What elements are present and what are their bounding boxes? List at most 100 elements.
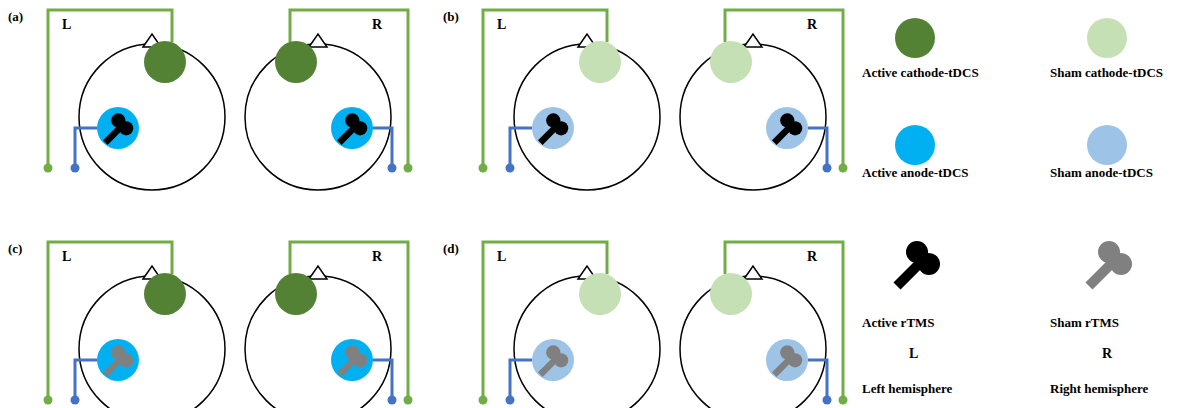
head-montage (245, 10, 413, 190)
lead-terminal (44, 396, 53, 405)
coil-handle (897, 264, 919, 286)
cathode-electrode (579, 273, 621, 315)
lead-terminal (71, 396, 80, 405)
anode-lead-wire (75, 128, 97, 165)
head-montage (680, 10, 848, 190)
coil-handle (774, 128, 788, 142)
legend-text: Sham cathode-tDCS (1050, 66, 1163, 81)
rtms-coil-symbol (540, 345, 568, 374)
hemisphere-letter: L (497, 17, 506, 33)
cathode-lead-wire (725, 242, 843, 397)
anode-lead-wire (75, 360, 97, 397)
anode-electrode (766, 107, 808, 149)
anode-electrode (766, 339, 808, 381)
legend-hemisphere-letter: R (1102, 346, 1112, 362)
hemisphere-letter: R (372, 17, 382, 33)
cathode-electrode (144, 273, 186, 315)
lead-terminal (388, 396, 397, 405)
lead-terminal (839, 396, 848, 405)
anode-lead-wire (510, 128, 532, 165)
anode-electrode (532, 107, 574, 149)
anode-lead-wire (373, 128, 392, 165)
rtms-coil-symbol (105, 113, 133, 142)
coil-handle (339, 360, 353, 374)
nose-marker (309, 34, 327, 47)
head-outline (245, 276, 391, 408)
legend-hemisphere-name: Right hemisphere (1050, 382, 1148, 397)
head-montage (44, 10, 226, 190)
cathode-electrode (710, 273, 752, 315)
cathode-lead-wire (483, 10, 607, 165)
anode-electrode (97, 339, 139, 381)
lead-terminal (404, 164, 413, 173)
head-outline (245, 44, 391, 190)
cathode-electrode (275, 273, 317, 315)
head-montage (479, 10, 661, 190)
nose-marker (744, 266, 762, 279)
coil-wing (788, 121, 802, 135)
coil-handle (540, 360, 554, 374)
cathode-electrode (144, 41, 186, 83)
lead-terminal (388, 164, 397, 173)
anode-electrode (331, 339, 373, 381)
cathode-lead-wire (48, 10, 172, 165)
lead-terminal (479, 396, 488, 405)
nose-marker (744, 34, 762, 47)
lead-terminal (823, 396, 832, 405)
coil-wing (554, 353, 568, 367)
coil-wing (918, 253, 940, 275)
legend-text: Sham anode-tDCS (1050, 166, 1153, 181)
coil-wing (353, 353, 367, 367)
lead-terminal (823, 164, 832, 173)
anode-lead-wire (808, 128, 827, 165)
panel-letter: (a) (8, 10, 23, 25)
cathode-lead-wire (290, 242, 408, 397)
lead-terminal (71, 164, 80, 173)
cathode-electrode (710, 41, 752, 83)
hemisphere-letter: L (497, 249, 506, 265)
anode-electrode (97, 107, 139, 149)
legend-hemisphere-name: Left hemisphere (862, 382, 952, 397)
legend-swatch (895, 18, 935, 58)
hemisphere-letter: R (807, 17, 817, 33)
anode-lead-wire (510, 360, 532, 397)
anode-electrode (331, 107, 373, 149)
rtms-coil-symbol (1089, 241, 1132, 286)
legend-text: Active rTMS (862, 316, 935, 331)
coil-handle (339, 128, 353, 142)
legend-hemisphere-letter: L (909, 346, 918, 362)
anode-lead-wire (373, 360, 392, 397)
coil-handle (540, 128, 554, 142)
hemisphere-letter: R (807, 249, 817, 265)
rtms-coil-symbol (540, 113, 568, 142)
panel-letter: (c) (8, 242, 22, 257)
anode-electrode (532, 339, 574, 381)
coil-handle (105, 128, 119, 142)
coil-handle (774, 360, 788, 374)
rtms-coil-symbol (774, 113, 802, 142)
lead-terminal (506, 164, 515, 173)
legend-text: Sham rTMS (1050, 316, 1119, 331)
legend-text: Active anode-tDCS (862, 166, 969, 181)
coil-wing (1110, 253, 1132, 275)
coil-handle (1089, 264, 1111, 286)
hemisphere-letter: L (62, 17, 71, 33)
legend-swatch (895, 125, 935, 165)
rtms-coil-symbol (339, 345, 367, 374)
lead-terminal (404, 396, 413, 405)
hemisphere-letter: R (372, 249, 382, 265)
cathode-lead-wire (290, 10, 408, 165)
cathode-lead-wire (483, 242, 607, 397)
lead-terminal (479, 164, 488, 173)
coil-wing (788, 353, 802, 367)
lead-terminal (506, 396, 515, 405)
head-montage (245, 242, 413, 408)
coil-wing (119, 353, 133, 367)
head-montage (479, 242, 661, 408)
panel-letter: (d) (443, 242, 459, 257)
legend-swatch (1087, 18, 1127, 58)
coil-wing (554, 121, 568, 135)
rtms-coil-symbol (105, 345, 133, 374)
